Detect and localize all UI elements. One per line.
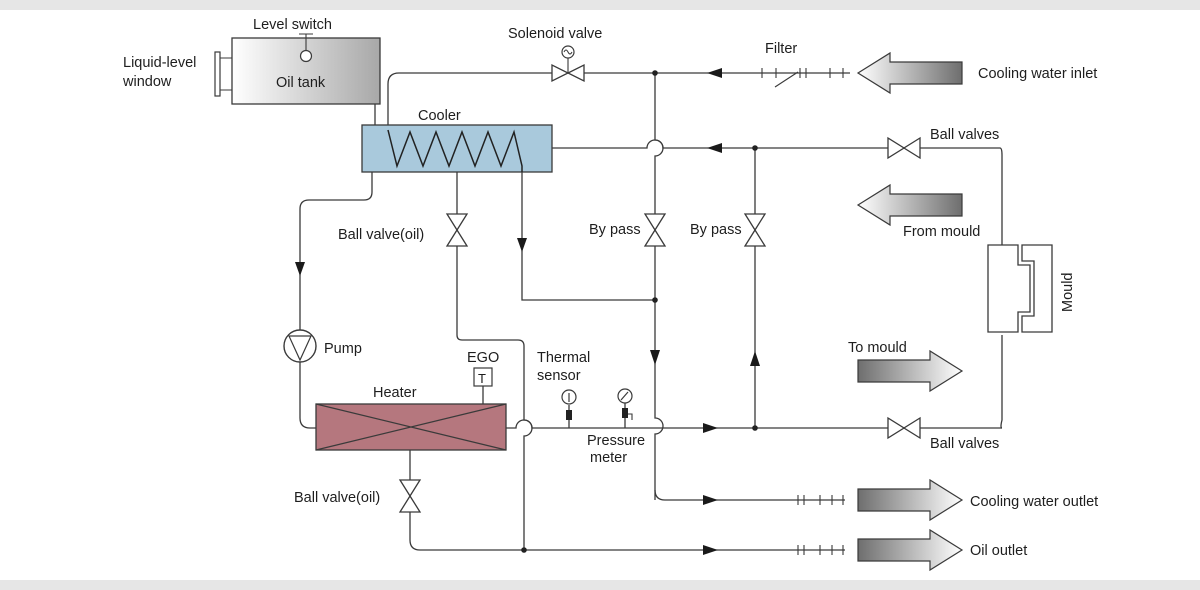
cooler bbox=[361, 124, 553, 173]
label-ball-valves-bottom: Ball valves bbox=[930, 436, 999, 452]
heater bbox=[315, 403, 507, 451]
bypass-valve-right bbox=[743, 213, 767, 247]
label-by-pass-left: By pass bbox=[589, 222, 641, 238]
pressure-meter bbox=[617, 388, 633, 420]
pump-icon bbox=[288, 335, 312, 362]
ball-valve-top bbox=[887, 136, 921, 160]
bypass-valve-left bbox=[643, 213, 667, 247]
label-ball-valve-oil-upper: Ball valve(oil) bbox=[338, 227, 424, 243]
thermal-sensor bbox=[561, 389, 577, 420]
ball-valve-oil-lower bbox=[398, 479, 422, 513]
label-pump: Pump bbox=[324, 341, 362, 357]
label-ball-valve-oil-lower: Ball valve(oil) bbox=[294, 490, 380, 506]
solenoid-valve bbox=[551, 45, 585, 83]
label-thermal-sensor-2: sensor bbox=[537, 368, 581, 384]
label-from-mould: From mould bbox=[903, 224, 980, 240]
junction-dots bbox=[521, 70, 758, 553]
arrow-oil-outlet bbox=[857, 528, 964, 572]
ego-thermostat bbox=[473, 367, 493, 387]
label-solenoid-valve: Solenoid valve bbox=[508, 26, 602, 42]
ball-valve-oil-upper bbox=[445, 213, 469, 247]
label-level-switch: Level switch bbox=[253, 17, 332, 33]
label-oil-tank: Oil tank bbox=[276, 75, 326, 91]
label-ball-valves-top: Ball valves bbox=[930, 127, 999, 143]
arrow-cooling-water-inlet bbox=[856, 51, 963, 95]
label-filter: Filter bbox=[765, 41, 797, 57]
label-liquid-level-window-1: Liquid-level bbox=[123, 55, 196, 71]
ball-valve-bottom bbox=[887, 416, 921, 440]
level-switch-float-icon bbox=[299, 49, 313, 63]
label-heater: Heater bbox=[373, 385, 417, 401]
label-liquid-level-window-2: window bbox=[122, 74, 172, 90]
label-cooler: Cooler bbox=[418, 108, 461, 124]
label-cooling-water-inlet: Cooling water inlet bbox=[978, 66, 1097, 82]
pipes bbox=[299, 72, 1003, 551]
label-oil-outlet: Oil outlet bbox=[970, 543, 1027, 559]
arrow-to-mould bbox=[857, 349, 964, 393]
liquid-level-window bbox=[214, 51, 221, 97]
label-pressure-meter-1: Pressure bbox=[587, 433, 645, 449]
arrow-from-mould bbox=[856, 183, 963, 227]
label-ego-symbol: T bbox=[478, 371, 486, 386]
oil-tank bbox=[214, 33, 381, 105]
label-to-mould: To mould bbox=[848, 340, 907, 356]
flow-arrows bbox=[295, 68, 760, 555]
arrow-cooling-water-outlet bbox=[857, 478, 964, 522]
mould bbox=[987, 244, 1053, 333]
label-thermal-sensor-1: Thermal bbox=[537, 350, 590, 366]
label-cooling-water-outlet: Cooling water outlet bbox=[970, 494, 1098, 510]
pipe-end-caps bbox=[761, 68, 844, 555]
label-pressure-meter-2: meter bbox=[590, 450, 627, 466]
label-ego: EGO bbox=[467, 350, 499, 366]
label-mould: Mould bbox=[1060, 273, 1076, 313]
pump bbox=[283, 329, 317, 363]
label-by-pass-right: By pass bbox=[690, 222, 742, 238]
